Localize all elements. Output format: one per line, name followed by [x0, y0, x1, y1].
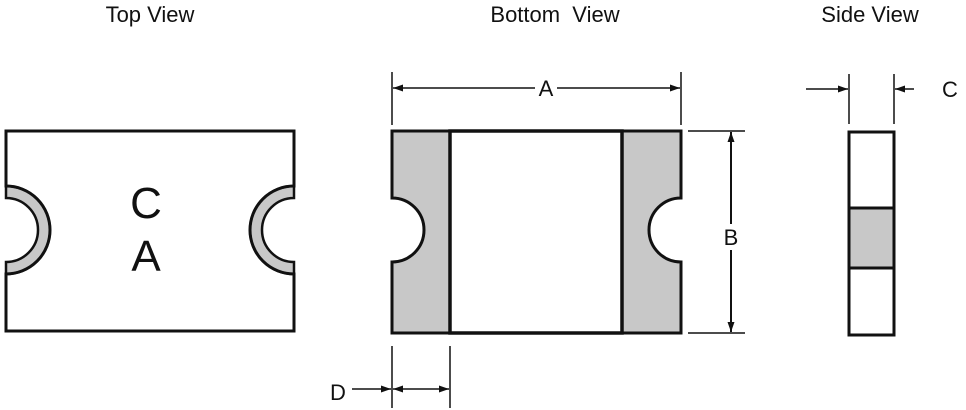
top-view-title: Top View: [106, 2, 195, 27]
top-marking-c: C: [130, 179, 162, 228]
top-view-outline: [4, 129, 296, 333]
side-view-core: [847, 206, 896, 270]
top-view: Top View C A: [4, 2, 296, 333]
dim-a-label: A: [539, 76, 554, 101]
top-marking-a: A: [131, 232, 161, 281]
dim-c-label: C: [942, 77, 958, 102]
bottom-right-terminal: [620, 129, 683, 335]
top-left-terminal-crescent: [4, 184, 52, 276]
side-view: Side View C: [806, 2, 958, 337]
bottom-center-body: [448, 129, 624, 335]
bottom-left-terminal: [390, 129, 452, 335]
side-view-title: Side View: [821, 2, 919, 27]
dim-b-label: B: [724, 225, 739, 250]
bottom-view-title: Bottom View: [490, 2, 619, 27]
bottom-view: Bottom View A B D: [330, 2, 745, 408]
top-right-terminal-crescent: [248, 184, 296, 276]
dim-d-label: D: [330, 380, 346, 405]
